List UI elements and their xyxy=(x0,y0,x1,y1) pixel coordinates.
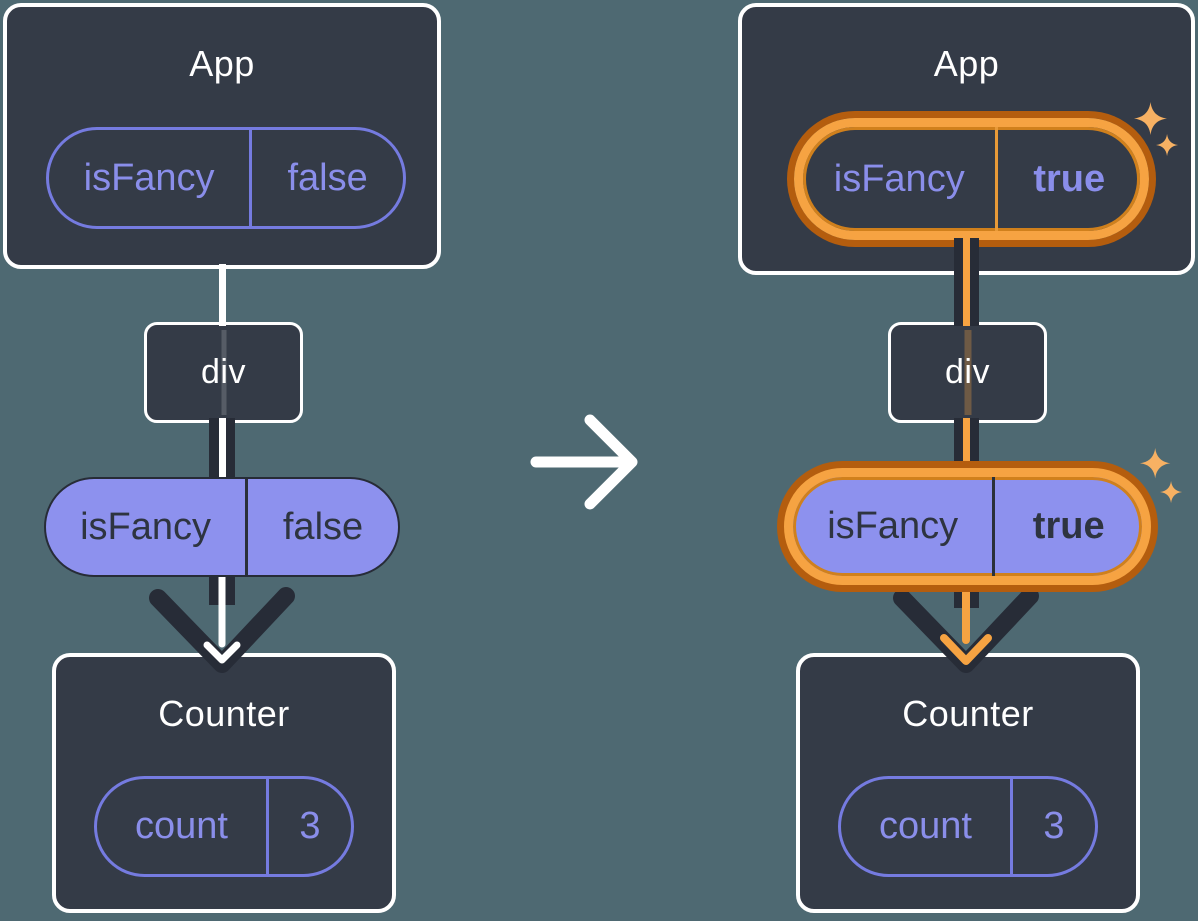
div-node-after: div xyxy=(888,322,1047,423)
connector-div-pill-core-before xyxy=(219,418,226,481)
counter-title: Counter xyxy=(158,693,290,734)
app-state-pill-after-highlighted: isFancy true xyxy=(794,118,1149,240)
connector-ghost-line xyxy=(221,330,226,415)
counter-state-pill-before: count 3 xyxy=(94,776,354,877)
passed-prop-pill-before: isFancy false xyxy=(44,477,400,577)
app-title: App xyxy=(189,43,255,84)
app-title: App xyxy=(933,43,1000,84)
state-name: isFancy xyxy=(803,127,999,231)
div-label: div xyxy=(201,353,246,391)
state-value: 3 xyxy=(1043,805,1065,847)
connector-ghost-line xyxy=(964,330,971,415)
connector-div-pill-core-after xyxy=(963,418,970,485)
counter-component-card-after: Counter count 3 xyxy=(796,653,1140,913)
div-label: div xyxy=(945,353,990,391)
passed-prop-pill-after-highlighted: isFancy true xyxy=(784,468,1151,585)
state-name: count xyxy=(841,779,1013,874)
sparkles-icon xyxy=(1134,102,1179,157)
state-name: count xyxy=(97,779,269,874)
state-value: false xyxy=(287,156,368,199)
right-arrow-icon xyxy=(530,414,638,510)
prop-name: isFancy xyxy=(793,477,996,576)
state-value: true xyxy=(1033,157,1106,200)
prop-value: true xyxy=(1032,505,1105,547)
state-name: isFancy xyxy=(49,130,253,226)
prop-value: false xyxy=(282,505,364,548)
div-node-before: div xyxy=(144,322,303,423)
app-component-card-before: App isFancy false xyxy=(3,3,441,269)
counter-component-card-before: Counter count 3 xyxy=(52,653,396,913)
connector-app-div-before xyxy=(219,264,226,326)
down-arrow-icon-before xyxy=(149,570,295,673)
counter-title: Counter xyxy=(902,693,1034,734)
prop-name: isFancy xyxy=(46,479,249,575)
down-arrow-icon-after xyxy=(893,572,1039,673)
state-value: 3 xyxy=(299,805,321,847)
connector-app-div-core-after xyxy=(963,238,970,326)
app-component-card-after: App isFancy true xyxy=(738,3,1195,275)
app-state-pill-before: isFancy false xyxy=(46,127,406,229)
sparkles-icon xyxy=(1140,448,1183,504)
counter-state-pill-after: count 3 xyxy=(838,776,1098,877)
